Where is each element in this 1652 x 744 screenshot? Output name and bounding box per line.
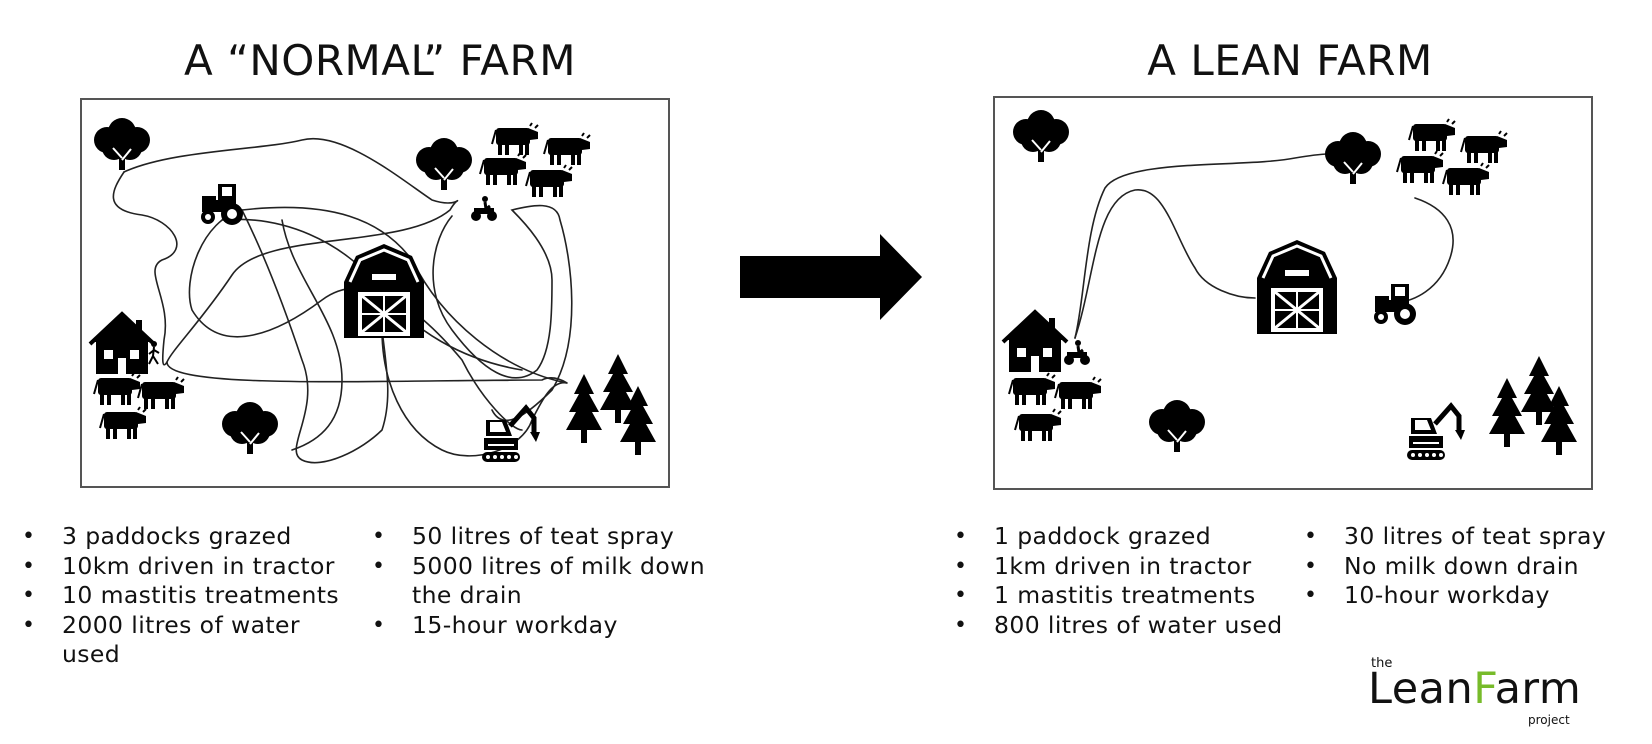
excavator-icon — [482, 408, 540, 462]
list-item: 10km driven in tractor — [22, 552, 352, 582]
lean-farm-stats-col-2: 30 litres of teat spray No milk down dra… — [1304, 522, 1644, 611]
cow-icon — [93, 372, 141, 406]
list-item: 50 litres of teat spray — [372, 522, 732, 552]
efficient-path — [1074, 153, 1454, 339]
quad-bike-icon — [1062, 338, 1092, 367]
cow-icon — [137, 376, 185, 410]
barn-icon — [342, 242, 426, 340]
tree-icon — [93, 117, 151, 171]
lean-farm-map — [993, 96, 1593, 490]
house-icon — [88, 312, 156, 376]
tree-icon — [1148, 399, 1206, 453]
cow-icon — [1442, 162, 1490, 196]
cow-icon — [491, 122, 539, 156]
list-item: 10-hour workday — [1304, 581, 1644, 611]
normal-farm-illustration — [88, 117, 656, 486]
barn-icon — [1255, 238, 1339, 336]
tree-icon — [221, 401, 279, 455]
logo-word-f: F — [1473, 664, 1495, 714]
tree-icon — [415, 137, 473, 191]
walking-person-icon — [148, 340, 160, 365]
cow-icon — [1014, 408, 1062, 442]
normal-farm-stats-col-1: 3 paddocks grazed 10km driven in tractor… — [22, 522, 352, 670]
list-item: 5000 litres of milk down the drain — [372, 552, 732, 611]
list-item: 1km driven in tractor — [954, 552, 1294, 582]
pine-tree-icon — [566, 374, 602, 443]
list-item: 2000 litres of water used — [22, 611, 352, 670]
normal-farm-stats-col-2: 50 litres of teat spray 5000 litres of m… — [372, 522, 732, 640]
list-item: 15-hour workday — [372, 611, 732, 641]
logo-word-lean: Lean — [1368, 664, 1474, 714]
lean-farm-illustration — [1001, 109, 1577, 488]
tree-icon — [1324, 131, 1382, 185]
cow-icon — [1054, 376, 1102, 410]
cow-icon — [1408, 118, 1456, 152]
lean-farm-stats-col-1: 1 paddock grazed 1km driven in tractor 1… — [954, 522, 1294, 640]
logo-word-arm: arm — [1494, 664, 1582, 714]
cow-icon — [1396, 150, 1444, 184]
normal-farm-title: A “NORMAL” FARM — [184, 36, 576, 85]
wandering-path — [112, 137, 573, 464]
tree-icon — [1012, 109, 1070, 163]
lean-farm-title: A LEAN FARM — [1147, 36, 1433, 85]
arrow-right-icon — [740, 234, 922, 320]
logo-project: project — [1528, 713, 1570, 727]
quad-bike-icon — [469, 194, 499, 223]
logo-wordmark: LeanFarm — [1368, 664, 1581, 714]
cow-icon — [543, 132, 591, 166]
logo-the: the — [1371, 656, 1393, 671]
pine-tree-icon — [1489, 378, 1525, 447]
cow-icon — [479, 152, 527, 186]
list-item: 30 litres of teat spray — [1304, 522, 1644, 552]
tractor-icon — [1374, 284, 1416, 325]
list-item: 10 mastitis treatments — [22, 581, 352, 611]
cow-icon — [1008, 372, 1056, 406]
list-item: 1 paddock grazed — [954, 522, 1294, 552]
house-icon — [1001, 310, 1069, 374]
excavator-icon — [1407, 406, 1465, 460]
cow-icon — [99, 406, 147, 440]
tractor-icon — [201, 184, 243, 225]
lean-farm-project-logo: the LeanFarm project — [1368, 656, 1588, 732]
list-item: 1 mastitis treatments — [954, 581, 1294, 611]
list-item: No milk down drain — [1304, 552, 1644, 582]
list-item: 800 litres of water used — [954, 611, 1294, 641]
normal-farm-map — [80, 98, 670, 488]
list-item: 3 paddocks grazed — [22, 522, 352, 552]
cow-icon — [1460, 130, 1508, 164]
cow-icon — [525, 164, 573, 198]
